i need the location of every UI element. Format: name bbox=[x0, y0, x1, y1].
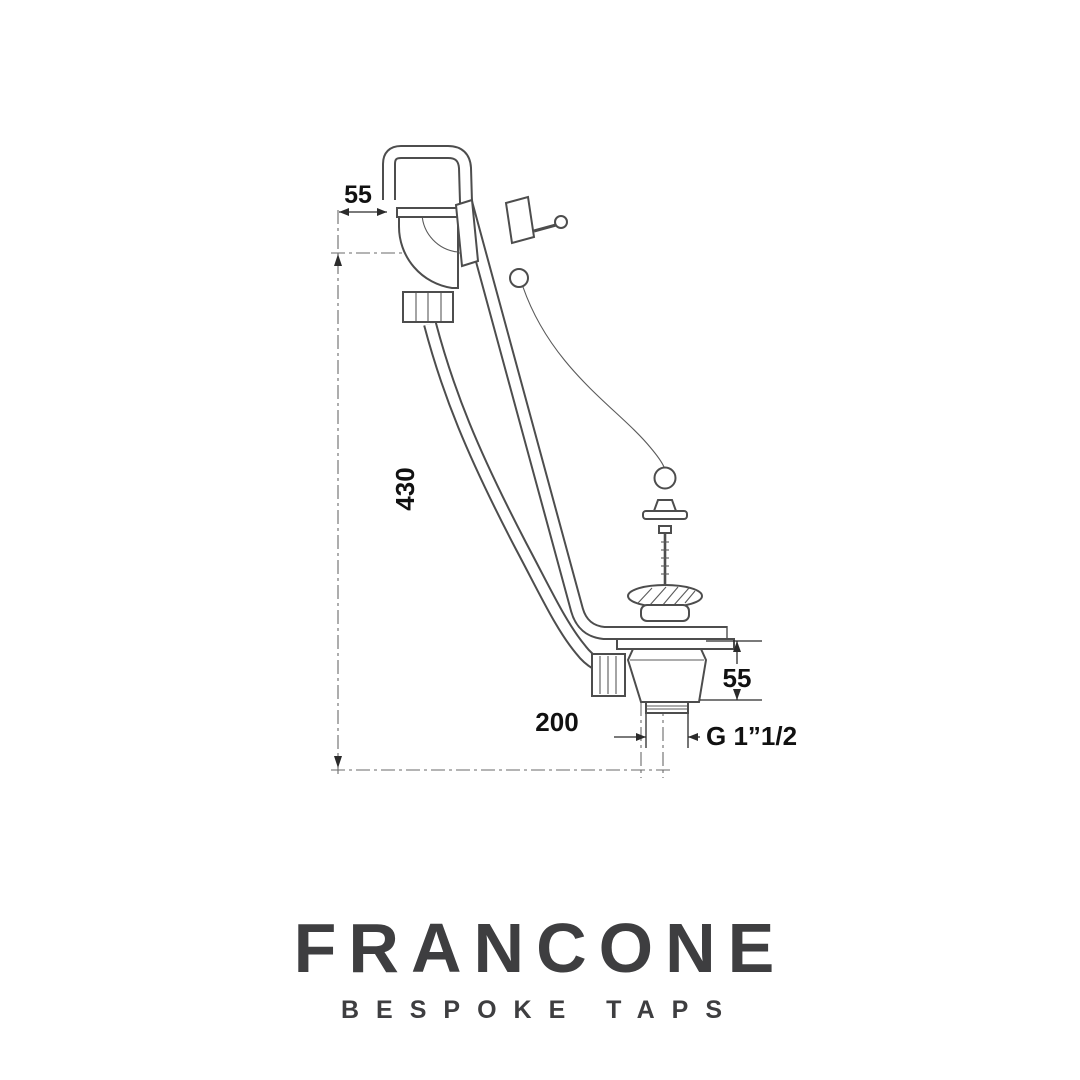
brand-tagline: BESPOKE TAPS bbox=[340, 996, 740, 1024]
dim-overall-height: 430 bbox=[334, 254, 420, 768]
plug-cone bbox=[652, 499, 678, 512]
plug-disc bbox=[642, 510, 688, 520]
dim-waste-height: 55 bbox=[700, 640, 762, 701]
dim-label-waste-height: 55 bbox=[723, 663, 752, 693]
overflow-screw bbox=[533, 215, 568, 233]
dim-label-overall-height: 430 bbox=[390, 467, 420, 510]
dim-thread-size: G 1”1/2 bbox=[614, 714, 797, 751]
technical-diagram: 55 430 200 55 bbox=[331, 145, 797, 778]
threaded-tailpiece bbox=[645, 701, 689, 714]
overflow-flange-band bbox=[396, 207, 460, 218]
dim-overflow-offset: 55 bbox=[339, 181, 387, 216]
strainer-base bbox=[640, 604, 690, 622]
brand-logo: FRANCONE BESPOKE TAPS bbox=[0, 908, 1080, 1025]
overflow-elbow-fitting bbox=[396, 207, 460, 289]
dim-horizontal-run: 200 bbox=[535, 707, 578, 737]
pull-cable bbox=[509, 268, 677, 490]
compression-nut bbox=[402, 291, 454, 323]
pull-knob bbox=[653, 466, 677, 490]
dim-label-horizontal-run: 200 bbox=[535, 707, 578, 737]
overflow-cover-plate bbox=[454, 195, 536, 268]
screw-head bbox=[658, 525, 672, 534]
plug-stack bbox=[627, 499, 703, 622]
waste-body bbox=[626, 648, 708, 703]
brand-name: FRANCONE bbox=[293, 909, 787, 987]
dim-label-thread-size: G 1”1/2 bbox=[706, 721, 797, 751]
cable-eyelet bbox=[509, 268, 529, 288]
flexible-hose bbox=[423, 322, 617, 677]
dim-label-overflow-offset: 55 bbox=[344, 181, 372, 209]
waste-assembly bbox=[591, 638, 735, 714]
overflow-pipe bbox=[382, 145, 728, 640]
